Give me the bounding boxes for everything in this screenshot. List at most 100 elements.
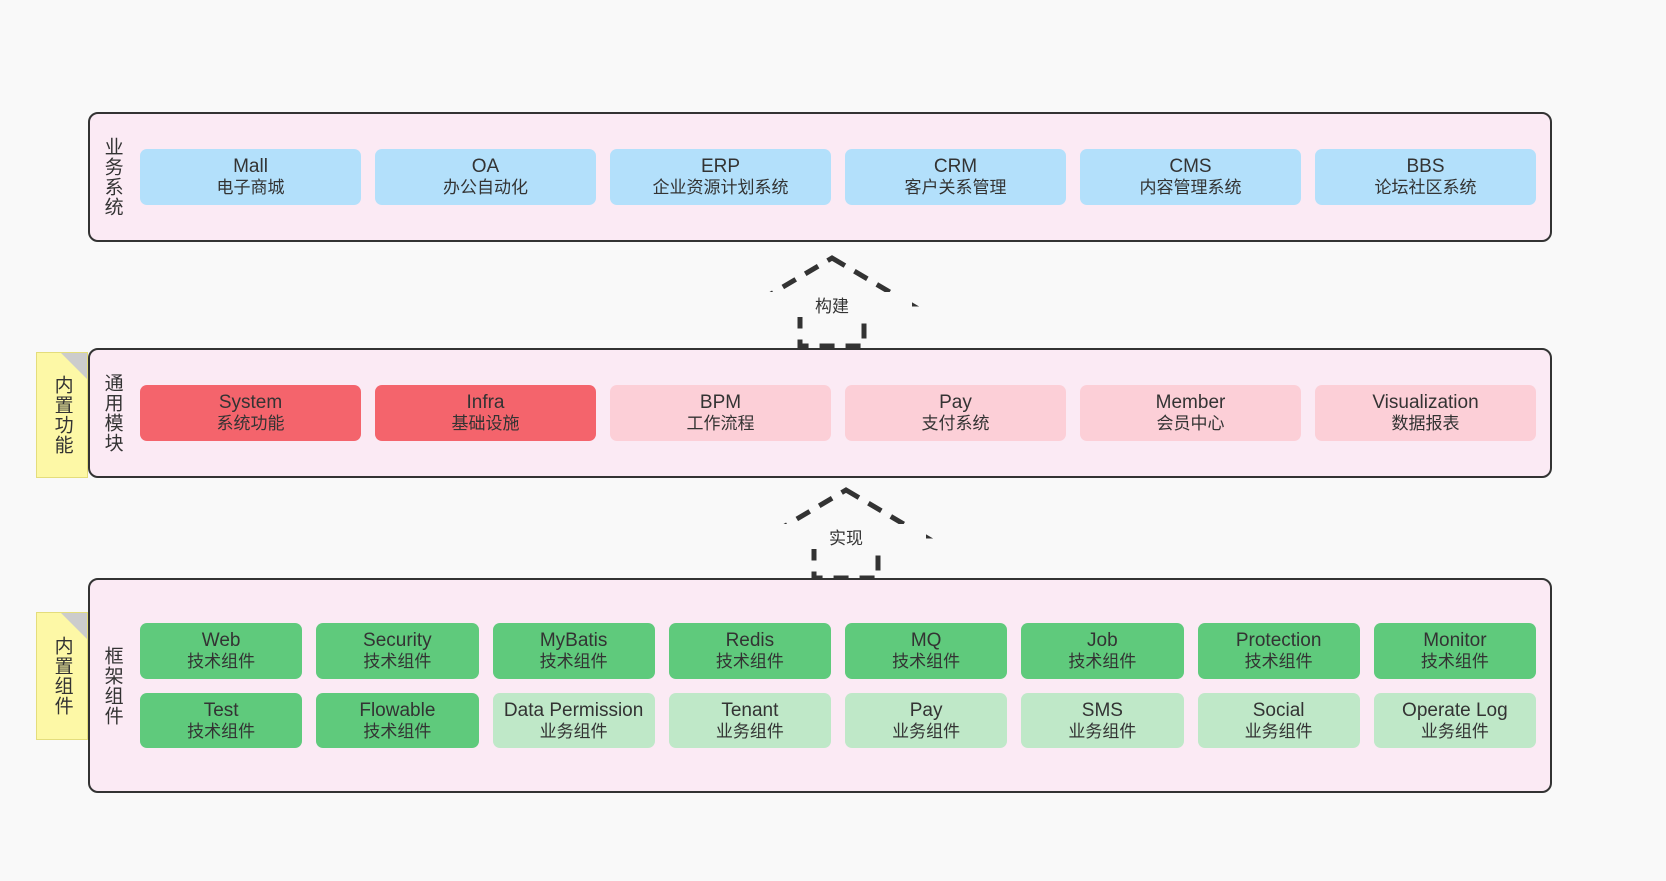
node-title: Test [203,699,239,721]
node-title: Protection [1235,629,1322,651]
node-title: Web [201,629,241,651]
node-subtitle: 技术组件 [715,651,784,671]
layer-title-framework-components: 框架组件 [101,645,123,726]
node-subtitle: 业务组件 [715,721,784,741]
node-title: Pay [909,699,943,721]
node-subtitle: 企业资源计划系统 [652,178,789,198]
node-title: Security [363,629,432,651]
node-social[interactable]: Social 业务组件 [1197,692,1360,749]
node-crm[interactable]: CRM 客户关系管理 [845,149,1066,205]
node-tenant[interactable]: Tenant 业务组件 [668,692,831,749]
node-subtitle: 基础设施 [451,414,520,434]
node-mall[interactable]: Mall 电子商城 [140,149,361,205]
common-modules-row: System 系统功能 Infra 基础设施 BPM 工作流程 Pay 支付系统… [140,385,1536,441]
node-title: BBS [1406,156,1445,178]
node-mq[interactable]: MQ 技术组件 [845,622,1008,679]
node-title: Mall [233,156,268,178]
node-title: ERP [700,156,741,178]
node-data-permission[interactable]: Data Permission 业务组件 [492,692,655,749]
sticky-note-label: 内置功能 [51,375,73,455]
node-subtitle: 技术组件 [187,721,256,741]
node-subtitle: 技术组件 [1068,651,1137,671]
layer-body-business-systems: Mall 电子商城 OA 办公自动化 ERP 企业资源计划系统 CRM 客户关系… [134,114,1550,240]
business-systems-row: Mall 电子商城 OA 办公自动化 ERP 企业资源计划系统 CRM 客户关系… [140,149,1536,205]
node-web[interactable]: Web 技术组件 [140,622,303,679]
node-subtitle: 技术组件 [1420,651,1489,671]
node-title: Operate Log [1402,699,1508,721]
node-sms[interactable]: SMS 业务组件 [1021,692,1184,749]
node-subtitle: 办公自动化 [443,178,528,198]
node-job[interactable]: Job 技术组件 [1021,622,1184,679]
node-subtitle: 技术组件 [1244,651,1313,671]
node-oa[interactable]: OA 办公自动化 [375,149,596,205]
node-flowable[interactable]: Flowable 技术组件 [316,692,479,749]
node-member[interactable]: Member 会员中心 [1080,385,1301,441]
node-subtitle: 内容管理系统 [1139,178,1242,198]
node-title: Job [1087,629,1118,651]
node-subtitle: 技术组件 [187,651,256,671]
framework-tech-row: Web 技术组件 Security 技术组件 MyBatis 技术组件 Redi… [140,622,1536,679]
layer-framework-components: 框架组件 Web 技术组件 Security 技术组件 MyBatis 技术组件… [88,578,1552,793]
node-pay-component[interactable]: Pay 业务组件 [845,692,1008,749]
node-title: Data Permission [503,699,644,721]
node-subtitle: 业务组件 [892,721,961,741]
node-operate-log[interactable]: Operate Log 业务组件 [1373,692,1536,749]
node-title: Monitor [1423,629,1487,651]
node-title: MyBatis [539,629,608,651]
node-system[interactable]: System 系统功能 [140,385,361,441]
connector-build: 构建 [744,255,920,349]
node-redis[interactable]: Redis 技术组件 [668,622,831,679]
layer-title-business-systems: 业务系统 [101,137,123,217]
node-subtitle: 客户关系管理 [904,178,1007,198]
node-subtitle: 电子商城 [216,178,285,198]
node-erp[interactable]: ERP 企业资源计划系统 [610,149,831,205]
node-bbs[interactable]: BBS 论坛社区系统 [1315,149,1536,205]
node-title: Pay [939,392,972,414]
node-title: Redis [725,629,775,651]
node-bpm[interactable]: BPM 工作流程 [610,385,831,441]
node-title: Social [1252,699,1305,721]
node-cms[interactable]: CMS 内容管理系统 [1080,149,1301,205]
page-fold-icon [61,353,87,379]
node-subtitle: 技术组件 [363,651,432,671]
page-fold-icon [61,613,87,639]
node-subtitle: 工作流程 [686,414,755,434]
sticky-note-builtin-components[interactable]: 内置组件 [36,612,88,740]
node-title: Member [1155,392,1226,414]
node-subtitle: 会员中心 [1156,414,1225,434]
node-title: CRM [933,156,978,178]
node-security[interactable]: Security 技术组件 [316,622,479,679]
node-subtitle: 论坛社区系统 [1374,178,1477,198]
layer-body-common-modules: System 系统功能 Infra 基础设施 BPM 工作流程 Pay 支付系统… [134,350,1550,476]
node-monitor[interactable]: Monitor 技术组件 [1373,622,1536,679]
node-visualization[interactable]: Visualization 数据报表 [1315,385,1536,441]
node-subtitle: 支付系统 [921,414,990,434]
node-subtitle: 业务组件 [1244,721,1313,741]
node-subtitle: 业务组件 [539,721,608,741]
node-subtitle: 技术组件 [363,721,432,741]
framework-biz-row: Test 技术组件 Flowable 技术组件 Data Permission … [140,692,1536,749]
sticky-note-builtin-features[interactable]: 内置功能 [36,352,88,478]
node-title: OA [471,156,500,178]
node-subtitle: 业务组件 [1068,721,1137,741]
node-subtitle: 系统功能 [216,414,285,434]
node-title: Visualization [1372,392,1479,414]
layer-title-common-modules: 通用模块 [101,373,123,453]
layer-business-systems: 业务系统 Mall 电子商城 OA 办公自动化 ERP 企业资源计划系统 CRM [88,112,1552,242]
node-protection[interactable]: Protection 技术组件 [1197,622,1360,679]
node-title: System [218,392,283,414]
node-infra[interactable]: Infra 基础设施 [375,385,596,441]
node-subtitle: 业务组件 [1420,721,1489,741]
node-title: BPM [699,392,742,414]
node-title: MQ [910,629,942,651]
node-title: Flowable [359,699,436,721]
node-title: Tenant [721,699,779,721]
layer-body-framework-components: Web 技术组件 Security 技术组件 MyBatis 技术组件 Redi… [134,580,1550,791]
node-subtitle: 技术组件 [892,651,961,671]
sticky-note-label: 内置组件 [51,636,73,716]
connector-implement: 实现 [758,487,934,581]
node-title: SMS [1081,699,1123,721]
node-mybatis[interactable]: MyBatis 技术组件 [492,622,655,679]
node-test[interactable]: Test 技术组件 [140,692,303,749]
node-pay-module[interactable]: Pay 支付系统 [845,385,1066,441]
